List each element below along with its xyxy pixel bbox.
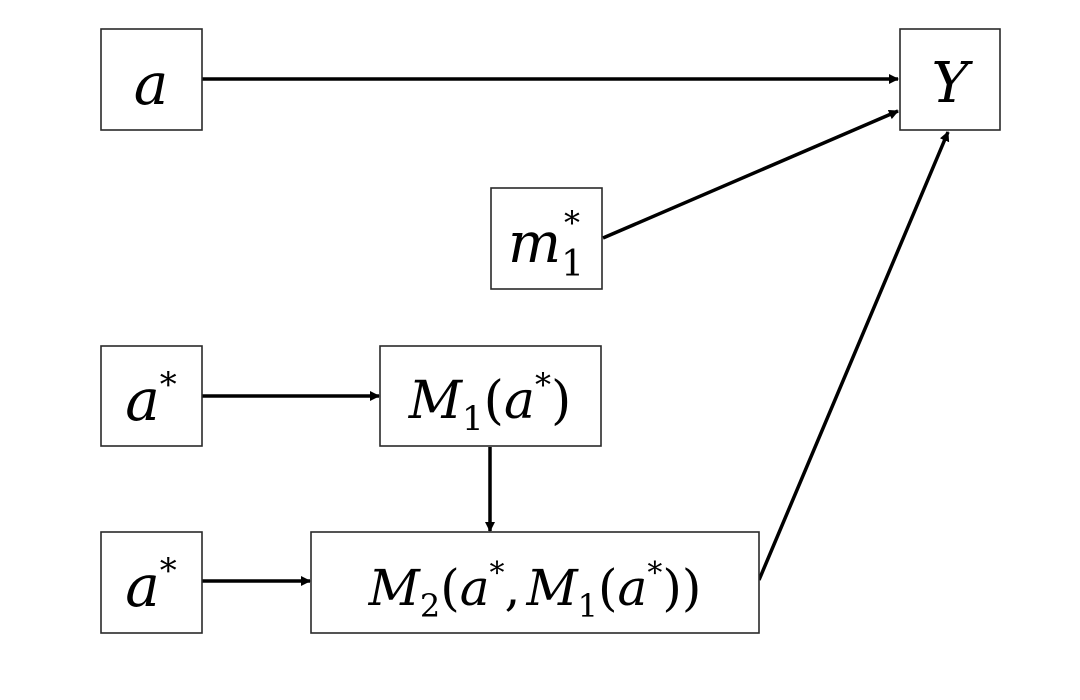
node-a-star-lower: a*: [100, 531, 203, 634]
node-a-label: a: [134, 50, 169, 118]
node-y-box: [899, 28, 1001, 131]
edge-m1star-to-y: [602, 109, 899, 240]
node-a-star-upper-box: [100, 345, 203, 447]
node-m1-box: [379, 345, 602, 447]
node-a-box: [100, 28, 203, 131]
node-m2-label: M2(a*,M1(a*)): [368, 556, 702, 625]
node-m1: M1(a*): [379, 345, 602, 447]
node-m1-star-label: m1*: [508, 204, 584, 285]
node-m2: M2(a*,M1(a*)): [310, 531, 760, 634]
node-m2-box: [310, 531, 760, 634]
node-m1-star-box: [490, 187, 603, 290]
node-a-star-lower-box: [100, 531, 203, 634]
edge-m2-to-y: [757, 131, 950, 581]
node-a: a: [100, 28, 203, 131]
node-a-star-upper: a*: [100, 345, 203, 447]
node-y-label: Y: [932, 51, 974, 116]
node-m1-star: m1*: [490, 187, 603, 290]
node-y: Y: [899, 28, 1001, 131]
node-a-star-upper-label: a*: [125, 365, 177, 434]
node-m1-label: M1(a*): [408, 366, 572, 439]
node-a-star-lower-label: a*: [125, 551, 177, 620]
